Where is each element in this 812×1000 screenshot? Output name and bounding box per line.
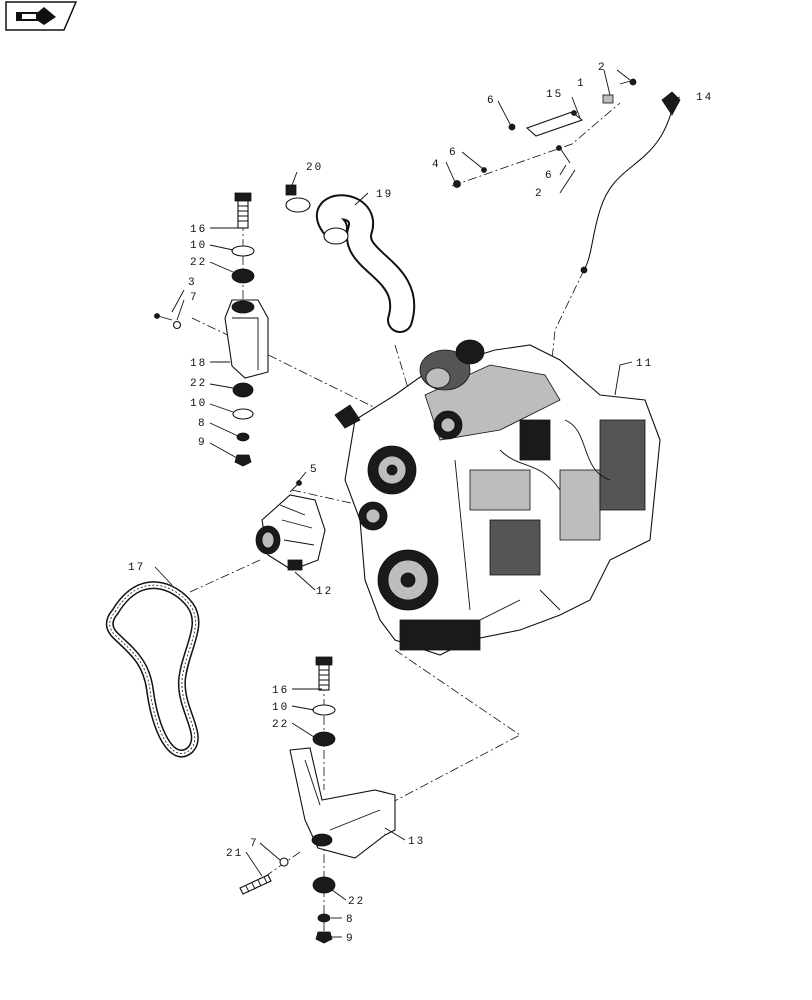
bracket-18	[224, 299, 269, 379]
nut-9-upper	[234, 454, 252, 467]
bolt-16-lower	[315, 656, 333, 691]
bolt-2-upper	[619, 78, 637, 86]
bolt-16-upper	[234, 192, 252, 229]
washer-4	[453, 180, 461, 188]
callout-22-mid: 22	[190, 378, 207, 390]
callout-22-upper: 22	[190, 257, 207, 269]
callout-20: 20	[306, 162, 323, 174]
mount-22-lower	[312, 731, 336, 747]
callout-18: 18	[190, 358, 207, 370]
screw-6-top	[508, 123, 516, 131]
washer-7-lower	[279, 857, 289, 867]
clip-1	[602, 94, 614, 104]
callout-16-upper: 16	[190, 224, 207, 236]
washer-10-upper	[231, 245, 255, 257]
mount-22-upper	[231, 268, 255, 284]
callout-1: 1	[577, 78, 586, 90]
nut-9-lower	[315, 931, 333, 944]
page-turn-arrow-icon[interactable]	[5, 1, 78, 31]
washer-10-mid	[232, 408, 254, 420]
washer-10-lower	[312, 704, 336, 716]
callout-6-left: 6	[449, 147, 458, 159]
callout-11: 11	[636, 358, 653, 370]
washer-8-upper	[236, 432, 250, 442]
callout-14: 14	[696, 92, 713, 104]
mount-22-mid	[232, 382, 254, 398]
callout-labels: 16 10 22 3 7 18 22 10 8 9 1 2 15 14 6 6 …	[128, 62, 713, 945]
bolt-21	[239, 874, 272, 895]
hose-19	[316, 194, 416, 333]
callout-6-top: 6	[487, 95, 496, 107]
callout-7-upper: 7	[190, 292, 199, 304]
callout-17: 17	[128, 562, 145, 574]
leader-lines	[154, 69, 681, 938]
callout-13: 13	[408, 836, 425, 848]
dipstick-14	[580, 91, 681, 274]
belt-17	[105, 581, 200, 758]
washer-7-upper	[172, 320, 182, 330]
callout-9-lower: 9	[346, 933, 355, 945]
callout-2-top: 2	[598, 62, 607, 74]
bracket-13	[289, 747, 396, 859]
alternator-12	[255, 494, 326, 571]
callout-10-lower: 10	[272, 702, 289, 714]
callout-12: 12	[316, 586, 333, 598]
callout-2-lower: 2	[535, 188, 544, 200]
callout-6-right: 6	[545, 170, 554, 182]
callout-19: 19	[376, 189, 393, 201]
bolt-2-lower	[556, 145, 571, 164]
washer-8-lower	[317, 913, 331, 923]
callout-16-lower: 16	[272, 685, 289, 697]
callout-5: 5	[310, 464, 319, 476]
callout-10-upper: 10	[190, 240, 207, 252]
engine-11	[334, 339, 661, 656]
screw-6-left	[481, 167, 487, 173]
bolt-3	[154, 313, 173, 321]
callout-7-lower: 7	[250, 838, 259, 850]
callout-22-bottom: 22	[348, 896, 365, 908]
callout-22-lower: 22	[272, 719, 289, 731]
callout-10-mid: 10	[190, 398, 207, 410]
clamp-20	[285, 184, 311, 213]
bolt-5	[289, 480, 302, 493]
bracket-15	[525, 110, 584, 137]
callout-9-upper: 9	[198, 437, 207, 449]
callout-4: 4	[432, 159, 441, 171]
callout-8-lower: 8	[346, 914, 355, 926]
mount-22-bottom	[312, 876, 336, 894]
callout-8-upper: 8	[198, 418, 207, 430]
callout-15: 15	[546, 89, 563, 101]
callout-3: 3	[188, 277, 197, 289]
callout-21: 21	[226, 848, 243, 860]
